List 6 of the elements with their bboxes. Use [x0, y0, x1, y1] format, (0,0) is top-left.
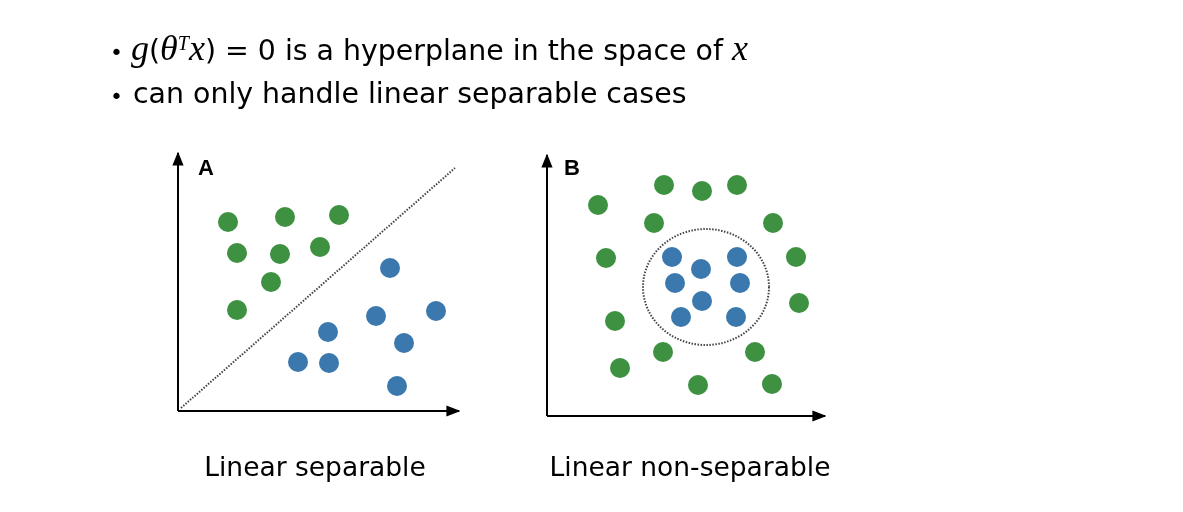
bullet-mark: • [110, 86, 123, 108]
bullet-mark: • [110, 42, 123, 64]
bullet-text: g(θ$^{T}$x) = 0 is a hyperplane in the space of x [131, 28, 748, 70]
bullet-text: can only handle linear separable cases [133, 78, 687, 111]
plot-caption: Linear non-separable [549, 451, 831, 482]
plot-caption: Linear separable [204, 451, 426, 482]
